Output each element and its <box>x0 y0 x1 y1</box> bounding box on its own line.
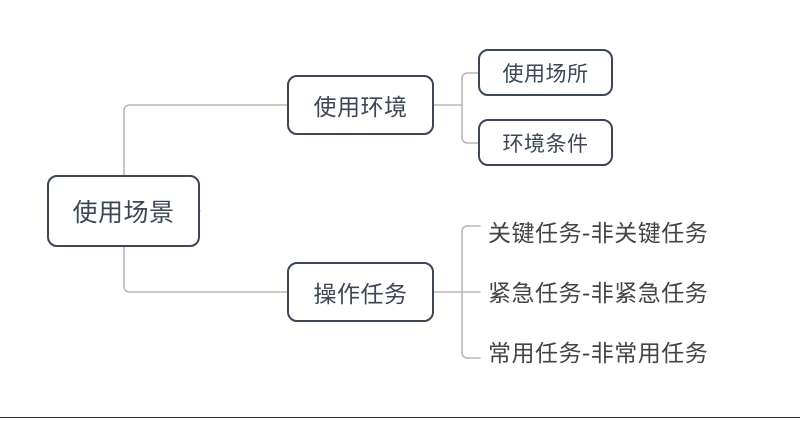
node-leaf-usage-place-label: 使用场所 <box>502 61 589 86</box>
connector-root-to-environment <box>123 104 288 212</box>
node-leaf-environment-condition[interactable]: 环境条件 <box>478 119 613 166</box>
leaf-text-frequent-task[interactable]: 常用任务-非常用任务 <box>488 341 709 367</box>
node-leaf-environment-condition-label: 环境条件 <box>502 131 589 156</box>
connector-task-to-leaf-0 <box>461 225 481 233</box>
node-root-label: 使用场景 <box>72 198 175 227</box>
leaf-text-urgent-task[interactable]: 紧急任务-非紧急任务 <box>488 281 709 307</box>
node-branch-task[interactable]: 操作任务 <box>287 262 434 322</box>
node-branch-environment[interactable]: 使用环境 <box>287 75 434 135</box>
bottom-divider <box>0 417 800 418</box>
node-root[interactable]: 使用场景 <box>47 175 200 247</box>
connector-task-to-leaf-2 <box>461 351 481 359</box>
node-leaf-usage-place[interactable]: 使用场所 <box>478 49 613 96</box>
node-branch-task-label: 操作任务 <box>313 282 408 308</box>
connector-root-to-task <box>123 210 288 293</box>
connector-env-to-condition <box>461 136 479 144</box>
node-branch-environment-label: 使用环境 <box>313 95 408 121</box>
leaf-text-critical-task[interactable]: 关键任务-非关键任务 <box>488 221 709 247</box>
connector-env-to-place <box>461 72 479 80</box>
